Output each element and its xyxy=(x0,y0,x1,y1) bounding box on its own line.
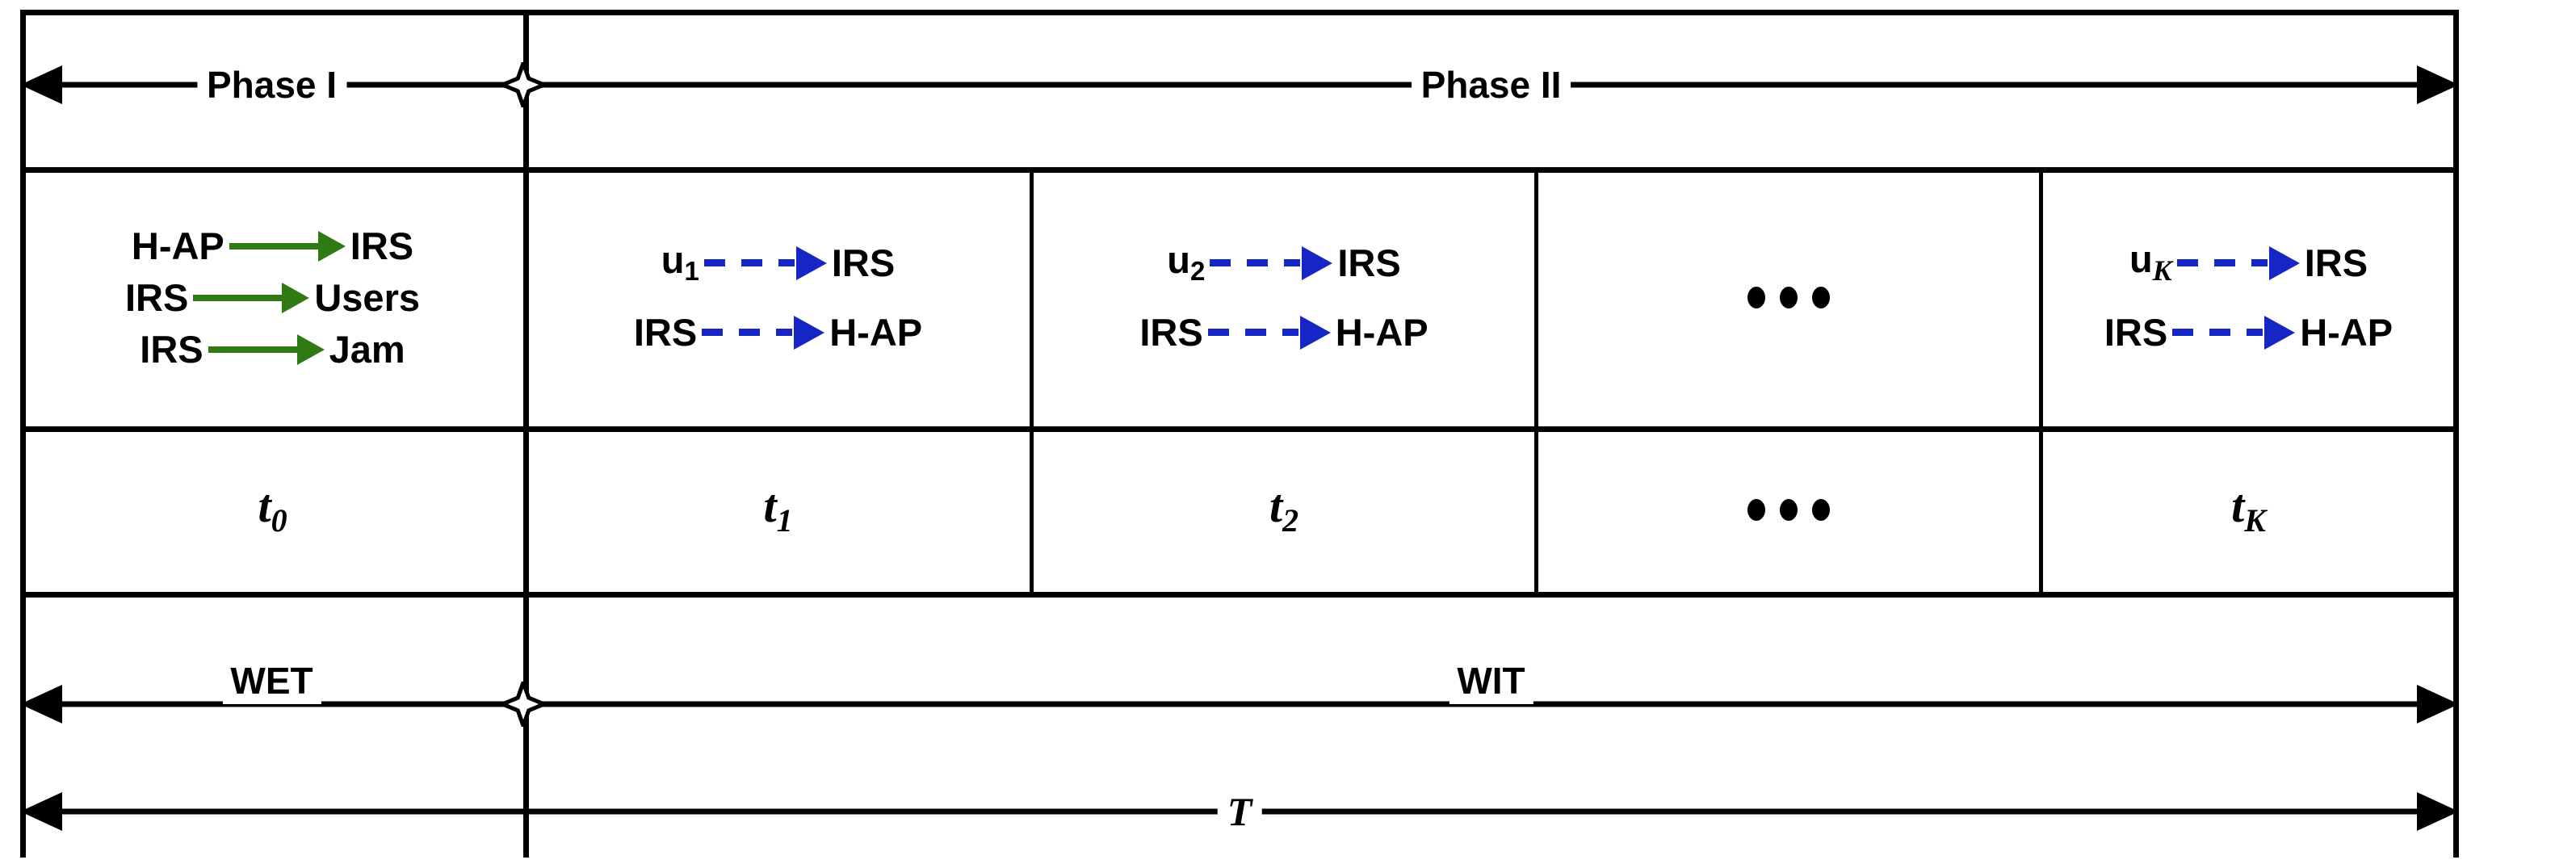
flow-target: IRS xyxy=(2304,241,2368,284)
flow-row: IRS Users xyxy=(125,272,420,324)
dashed-blue-arrow-icon xyxy=(2172,315,2296,350)
flow-target: IRS xyxy=(350,224,414,267)
flow-source: IRS xyxy=(2104,311,2168,354)
ellipsis-icon xyxy=(1747,287,1830,308)
flow-target: H-AP xyxy=(2300,311,2393,354)
flow-row: H-AP IRS xyxy=(132,220,413,272)
flow-source: H-AP xyxy=(131,224,224,267)
flow-target: Jam xyxy=(329,328,405,371)
dashed-blue-arrow-icon xyxy=(703,245,827,280)
slot-row-divider xyxy=(20,592,2459,598)
phase-row-divider xyxy=(20,167,2459,173)
dashed-blue-arrow-icon xyxy=(702,315,825,350)
protocol-cell-ellipsis xyxy=(1539,170,2038,425)
protocol-cell-t1: u1 IRS IRS H-AP xyxy=(527,170,1030,425)
phase-2-label: Phase II xyxy=(1411,66,1571,103)
phase-divider-line xyxy=(523,10,529,858)
flow-row: IRS H-AP xyxy=(1139,307,1428,359)
phase-1-left-arrowhead xyxy=(20,65,62,104)
flow-source: IRS xyxy=(633,311,698,354)
left-border-line xyxy=(20,10,26,858)
total-frame-label: T xyxy=(1217,791,1262,832)
wet-left-arrowhead xyxy=(20,685,62,723)
slot-label-t2: t2 xyxy=(1269,480,1299,539)
flow-target: IRS xyxy=(1337,241,1401,284)
ellipsis-icon xyxy=(1747,499,1830,521)
wit-shaft xyxy=(523,701,2419,707)
wit-right-arrowhead xyxy=(2417,685,2459,723)
flow-target: H-AP xyxy=(829,311,923,354)
dashed-blue-arrow-icon xyxy=(1207,315,1331,350)
wet-label: WET xyxy=(222,662,321,704)
flow-source: IRS xyxy=(140,328,203,371)
column-divider-2 xyxy=(1534,167,1538,592)
phase-2-right-arrowhead xyxy=(2417,65,2459,104)
column-divider-3 xyxy=(2039,167,2043,592)
protocol-row-divider xyxy=(20,426,2459,432)
flow-source: u2 xyxy=(1167,238,1206,287)
slot-label-t0: t0 xyxy=(258,480,287,539)
solid-green-arrow-icon xyxy=(193,282,310,313)
slot-cell-t2: t2 xyxy=(1034,430,1533,590)
top-border-line xyxy=(20,10,2459,15)
flow-target: IRS xyxy=(831,241,896,284)
flow-source: IRS xyxy=(1139,311,1203,354)
flow-source: u1 xyxy=(661,238,699,287)
solid-green-arrow-icon xyxy=(208,333,325,365)
column-divider-1 xyxy=(1030,167,1034,592)
flow-row: u2 IRS xyxy=(1167,237,1400,289)
slot-cell-tK: tK xyxy=(2044,430,2453,590)
slot-cell-t1: t1 xyxy=(527,430,1030,590)
flow-row: uK IRS xyxy=(2129,237,2368,289)
flow-target: Users xyxy=(314,276,420,319)
wet-wit-boundary-star-icon xyxy=(501,682,546,727)
flow-row: IRS Jam xyxy=(140,324,405,375)
flow-source: uK xyxy=(2129,237,2172,287)
dashed-blue-arrow-icon xyxy=(2176,245,2300,280)
slot-cell-t0: t0 xyxy=(23,430,522,590)
wet-shaft xyxy=(61,701,523,707)
slot-cell-ellipsis xyxy=(1539,430,2038,590)
flow-source: IRS xyxy=(124,276,189,319)
slot-label-t1: t1 xyxy=(763,480,793,539)
flow-row: IRS H-AP xyxy=(634,307,922,359)
protocol-cell-t0: H-AP IRS IRS Users IRS Jam xyxy=(23,170,522,425)
solid-green-arrow-icon xyxy=(229,230,346,262)
flow-row: u1 IRS xyxy=(661,237,895,289)
protocol-cell-t2: u2 IRS IRS H-AP xyxy=(1034,170,1533,425)
phase-1-label: Phase I xyxy=(196,66,347,103)
total-right-arrowhead xyxy=(2417,792,2459,831)
flow-target: H-AP xyxy=(1335,311,1429,354)
slot-label-tK: tK xyxy=(2231,480,2266,539)
right-border-line xyxy=(2453,10,2459,858)
protocol-cell-tK: uK IRS IRS H-AP xyxy=(2044,170,2453,425)
flow-row: IRS H-AP xyxy=(2104,307,2393,359)
phase-boundary-star-icon xyxy=(501,62,546,107)
dashed-blue-arrow-icon xyxy=(1210,245,1333,280)
wit-label: WIT xyxy=(1449,662,1533,704)
total-left-arrowhead xyxy=(20,792,62,831)
